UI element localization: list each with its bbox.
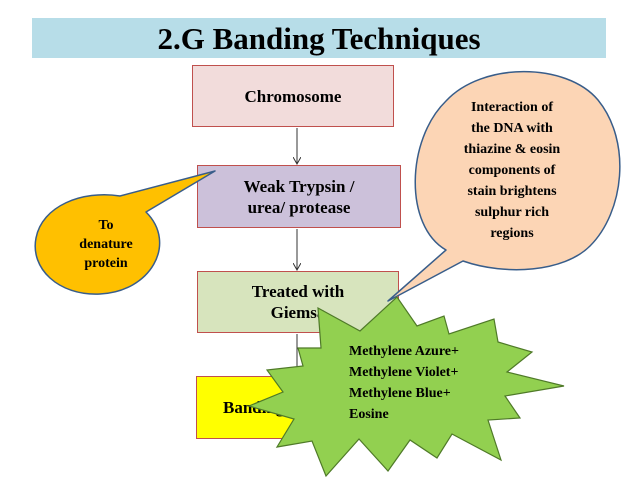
denature-callout-shape xyxy=(34,170,216,295)
trypsin-box: Weak Trypsin / urea/ protease xyxy=(197,165,401,228)
giemsa-box: Treated with Giemsa xyxy=(197,271,399,333)
trypsin-label: Weak Trypsin / urea/ protease xyxy=(243,176,355,217)
chromosome-label: Chromosome xyxy=(244,86,342,106)
interaction-callout-shape xyxy=(387,70,621,302)
stain-components-text: Methylene Azure+ Methylene Violet+ Methy… xyxy=(349,344,459,422)
denature-callout-text: To denature protein xyxy=(79,218,133,271)
giemsa-label: Treated with Giemsa xyxy=(251,282,345,322)
page-title: 2.G Banding Techniques xyxy=(157,21,481,56)
title-bar: 2.G Banding Techniques xyxy=(32,18,606,58)
chromosome-box: Chromosome xyxy=(192,65,394,127)
stain-starburst-shape xyxy=(247,296,565,478)
interaction-callout-text: Interaction of the DNA with thiazine & e… xyxy=(463,100,561,241)
